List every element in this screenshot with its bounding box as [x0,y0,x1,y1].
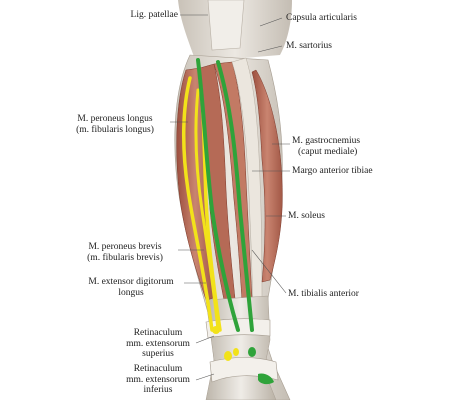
label-peroneus-longus: M. peroneus longus (m. fibularis longus) [60,114,170,135]
green-tendon-marker-1 [248,347,256,357]
label-ret-sup-line1: Retinaculum [133,328,183,338]
gastrocnemius-medial-muscle [251,69,283,283]
label-gastrocnemius: M. gastrocnemius (caput mediale) [292,136,360,157]
label-tibialis-anterior: M. tibialis anterior [288,289,359,299]
green-tendon-marker-2 [258,373,274,385]
green-highlight-right [216,60,254,332]
label-extensor-digitorum-line2: longus [118,287,144,298]
yellow-tendon-marker-2 [224,351,232,361]
label-capsula-articularis: Capsula articularis [286,13,357,23]
green-highlight-left [196,58,240,332]
label-gastrocnemius-line1: M. gastrocnemius [292,136,361,146]
label-peroneus-brevis-line1: M. peroneus brevis [88,242,162,252]
label-m-sartorius: M. sartorius [286,41,332,51]
label-gastrocnemius-line2: (caput mediale) [298,146,358,157]
label-ret-inf-line1: Retinaculum [133,364,183,374]
yellow-tendon-marker-1 [212,326,220,334]
yellow-highlight-inner [194,88,220,332]
label-retinaculum-inferius: Retinaculum mm. extensorum inferius [120,364,196,396]
label-m-soleus: M. soleus [288,211,325,221]
patellar-ligament [207,0,245,51]
label-peroneus-longus-line1: M. peroneus longus [77,114,153,124]
label-extensor-digitorum-line1: M. extensor digitorum [88,277,174,287]
label-margo-anterior-tibiae: Margo anterior tibiae [292,166,373,176]
yellow-tendon-marker-3 [233,348,239,356]
label-retinaculum-superius: Retinaculum mm. extensorum superius [120,328,196,360]
label-extensor-digitorum: M. extensor digitorum longus [78,277,184,298]
label-peroneus-brevis: M. peroneus brevis (m. fibularis brevis) [72,242,178,263]
label-ret-inf-line3: inferius [143,385,173,395]
label-peroneus-brevis-line2: (m. fibularis brevis) [87,252,163,263]
label-peroneus-longus-line2: (m. fibularis longus) [76,124,154,135]
label-lig-patellae: Lig. patellae [130,10,178,20]
label-ret-sup-line3: superius [142,349,174,359]
leader-lines [170,14,290,381]
label-ret-inf-line2: mm. extensorum [126,374,190,385]
label-ret-sup-line2: mm. extensorum [126,338,190,349]
